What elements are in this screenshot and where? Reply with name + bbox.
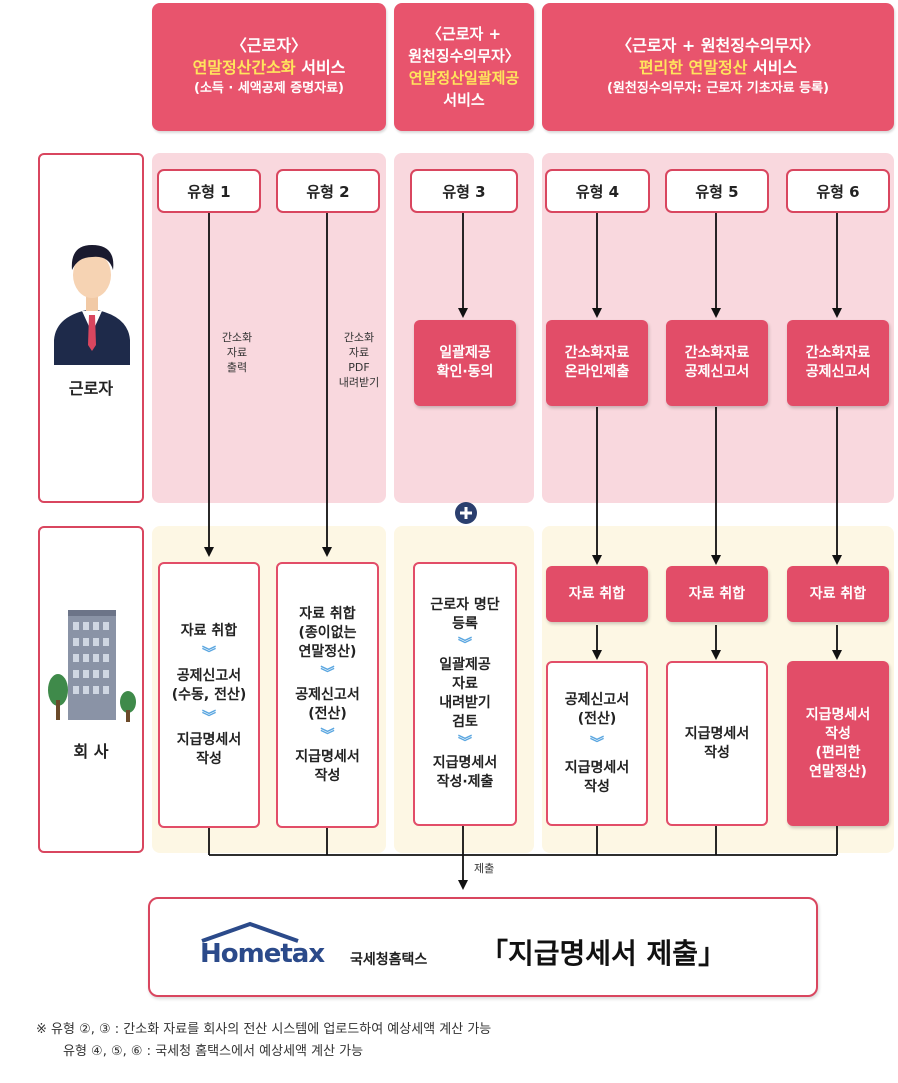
- type4-collect: 자료 취합: [546, 566, 648, 622]
- type-5-button[interactable]: 유형 5: [665, 169, 769, 213]
- type-6-button[interactable]: 유형 6: [786, 169, 890, 213]
- chevron-down-icon: ︾: [320, 727, 335, 744]
- type5-company-steps: 지급명세서 작성: [666, 661, 768, 826]
- header-bulk-service: 〈근로자 + 원천징수의무자〉 연말정산일괄제공 서비스: [394, 3, 534, 131]
- chevron-down-icon: ︾: [202, 645, 216, 662]
- type2-worker-step: 간소화 자료 PDF 내려받기: [338, 331, 380, 389]
- footnote-2: 유형 ④, ⑤, ⑥ : 국세청 홈택스에서 예상세액 계산 가능: [63, 1044, 364, 1059]
- worker-avatar-icon: [54, 245, 130, 365]
- company-building-icon: [48, 610, 136, 722]
- chevron-down-icon: ︾: [458, 637, 472, 653]
- type4-worker-step: 간소화자료 온라인제출: [546, 320, 648, 406]
- header-worker-service: 〈근로자〉 연말정산간소화 서비스 (소득 · 세액공제 증명자료): [152, 3, 386, 131]
- type1-company-steps: 자료 취합 ︾ 공제신고서 (수동, 전산) ︾ 지급명세서 작성: [158, 562, 260, 828]
- row-name-company: 회 사: [73, 742, 109, 761]
- house-roof-icon: [201, 921, 299, 943]
- type6-company-steps: 지급명세서 작성 (편리한 연말정산): [787, 661, 889, 826]
- type-2-button[interactable]: 유형 2: [276, 169, 380, 213]
- row-name-worker: 근로자: [68, 379, 114, 398]
- chevron-down-icon: ︾: [202, 709, 216, 726]
- type2-company-steps: 자료 취합 (종이없는 연말정산) ︾ 공제신고서 (전산) ︾ 지급명세서 작…: [276, 562, 379, 828]
- chevron-down-icon: ︾: [320, 665, 335, 682]
- header-convenient-service: 〈근로자 + 원천징수의무자〉 편리한 연말정산 서비스 (원천징수의무자: 근…: [542, 3, 894, 131]
- type-1-button[interactable]: 유형 1: [157, 169, 261, 213]
- hometax-box: Hometax 국세청홈택스 「지급명세서 제출」: [148, 897, 818, 997]
- chevron-down-icon: ︾: [458, 735, 472, 751]
- type-4-button[interactable]: 유형 4: [545, 169, 650, 213]
- footnote-1: ※ 유형 ②, ③ : 간소화 자료를 회사의 전산 시스템에 업로드하여 예상…: [36, 1022, 492, 1037]
- submit-label: 제출: [474, 862, 495, 875]
- hometax-tagline: 국세청홈택스: [350, 952, 428, 968]
- hometax-title: 「지급명세서 제출」: [480, 937, 727, 970]
- type6-collect: 자료 취합: [787, 566, 889, 622]
- type3-worker-step: 일괄제공 확인·동의: [414, 320, 516, 406]
- type6-worker-step: 간소화자료 공제신고서: [787, 320, 889, 406]
- hometax-logo: Hometax: [200, 939, 325, 969]
- chevron-down-icon: ︾: [590, 735, 604, 752]
- type5-collect: 자료 취합: [666, 566, 768, 622]
- type-3-button[interactable]: 유형 3: [410, 169, 518, 213]
- type3-company-steps: 근로자 명단 등록 ︾ 일괄제공 자료 내려받기 검토 ︾ 지급명세서 작성·제…: [413, 562, 517, 826]
- type5-worker-step: 간소화자료 공제신고서: [666, 320, 768, 406]
- type1-worker-step: 간소화 자료 출력: [221, 331, 253, 374]
- type4-company-steps: 공제신고서 (전산) ︾ 지급명세서 작성: [546, 661, 648, 826]
